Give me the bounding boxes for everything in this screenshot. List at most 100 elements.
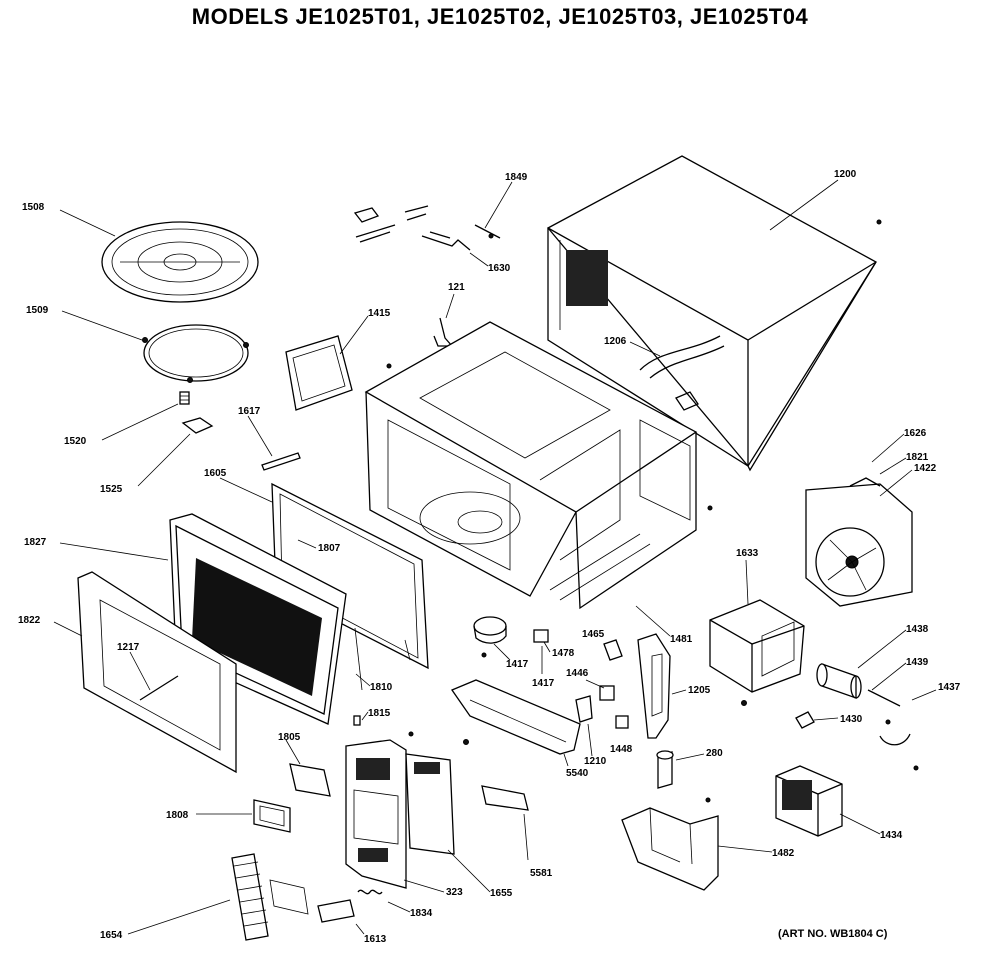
label-1849: 1849 — [505, 172, 528, 183]
leader-1481 — [635, 605, 671, 637]
label-1415: 1415 — [368, 308, 391, 319]
label-323: 323 — [446, 887, 463, 898]
leader-1415 — [339, 315, 369, 355]
leader-1834 — [387, 901, 411, 913]
switch-1210 — [575, 695, 593, 723]
leader-1417a — [493, 643, 511, 661]
oven-cavity-chassis — [364, 321, 698, 610]
label-1417a: 1417 — [506, 659, 529, 670]
label-5540: 5540 — [566, 768, 589, 779]
leader-5540 — [563, 753, 569, 767]
door-choke-frame — [271, 482, 429, 691]
label-1520: 1520 — [64, 436, 87, 447]
release-button — [317, 899, 355, 923]
label-1437: 1437 — [938, 682, 961, 693]
small-clip — [353, 715, 361, 726]
leader-1613 — [355, 923, 365, 935]
label-1827: 1827 — [24, 537, 47, 548]
label-1481: 1481 — [670, 634, 693, 645]
leader-1508 — [59, 209, 116, 237]
leader-1815 — [361, 711, 369, 721]
leader-1525 — [137, 433, 191, 487]
magnetron — [775, 765, 843, 837]
motor-screw — [481, 652, 487, 658]
label-1446: 1446 — [566, 668, 589, 679]
panel-screw — [408, 731, 414, 737]
tray-screw — [463, 739, 469, 745]
fuse-holder — [656, 750, 674, 789]
transformer — [709, 599, 805, 693]
leader-1807 — [297, 539, 317, 549]
leader-1210 — [587, 723, 593, 757]
label-1508: 1508 — [22, 202, 45, 213]
fan-assembly — [805, 477, 913, 607]
label-1630: 1630 — [488, 263, 511, 274]
models-title: MODELS JE1025T01, JE1025T02, JE1025T03, … — [191, 4, 809, 29]
control-board — [405, 753, 455, 855]
screw-1437 — [885, 719, 891, 725]
bearing-part — [181, 417, 214, 434]
label-1822: 1822 — [18, 615, 41, 626]
label-121: 121 — [448, 282, 465, 293]
leader-1654 — [127, 899, 231, 935]
leader-1206 — [629, 341, 661, 357]
label-1430: 1430 — [840, 714, 863, 725]
leader-1437 — [911, 689, 937, 701]
leader-1200 — [769, 179, 839, 231]
relay-board — [481, 785, 529, 811]
control-panel — [345, 739, 407, 889]
waveguide-cover — [285, 335, 353, 411]
label-1200: 1200 — [834, 169, 857, 180]
air-duct-tray — [451, 679, 581, 755]
label-5581: 5581 — [530, 868, 553, 879]
capacitor — [816, 663, 862, 699]
spring-1834 — [357, 889, 383, 895]
label-1810: 1810 — [370, 682, 393, 693]
interlock-part — [603, 639, 623, 661]
transformer-screw — [741, 700, 747, 706]
label-1439: 1439 — [906, 657, 929, 668]
leader-323 — [403, 879, 445, 893]
label-1417b: 1417 — [532, 678, 555, 689]
leader-1626 — [871, 433, 905, 463]
label-1815: 1815 — [368, 708, 391, 719]
leader-1205 — [671, 689, 687, 695]
door-outer-panel — [77, 571, 237, 774]
leader-1805 — [285, 739, 301, 765]
label-plate-1805 — [289, 763, 331, 797]
label-1808: 1808 — [166, 810, 189, 821]
label-1613: 1613 — [364, 934, 387, 945]
leader-1217 — [129, 651, 151, 691]
label-1633: 1633 — [736, 548, 759, 559]
coupler — [179, 391, 190, 405]
bracket-1437 — [879, 733, 911, 746]
leader-1438 — [857, 629, 907, 669]
leader-1821 — [879, 457, 907, 475]
leader-1849 — [484, 181, 513, 229]
window-part-1808 — [253, 799, 291, 833]
cam-1478 — [533, 629, 549, 643]
label-1617: 1617 — [238, 406, 261, 417]
switch-1446 — [599, 685, 615, 701]
leader-1822 — [53, 621, 83, 637]
leader-5581 — [523, 813, 529, 861]
label-1217: 1217 — [117, 642, 140, 653]
thermal-cutout — [795, 711, 815, 729]
label-1210: 1210 — [584, 756, 607, 767]
leader-1633 — [745, 559, 749, 605]
switch-bracket — [637, 633, 671, 739]
leader-1630 — [469, 252, 489, 267]
latch-hardware — [353, 205, 501, 251]
turntable-motor — [473, 616, 507, 644]
leader-1617 — [247, 415, 273, 457]
label-1805: 1805 — [278, 732, 301, 743]
leader-1509 — [61, 310, 143, 341]
outer-case — [546, 155, 877, 472]
leader-1810 — [355, 673, 371, 687]
label-1465: 1465 — [582, 629, 605, 640]
art-number: (ART NO. WB1804 C) — [778, 928, 888, 940]
label-1422: 1422 — [914, 463, 937, 474]
leader-1655 — [447, 849, 491, 893]
label-1482: 1482 — [772, 848, 795, 859]
diode — [867, 689, 901, 707]
